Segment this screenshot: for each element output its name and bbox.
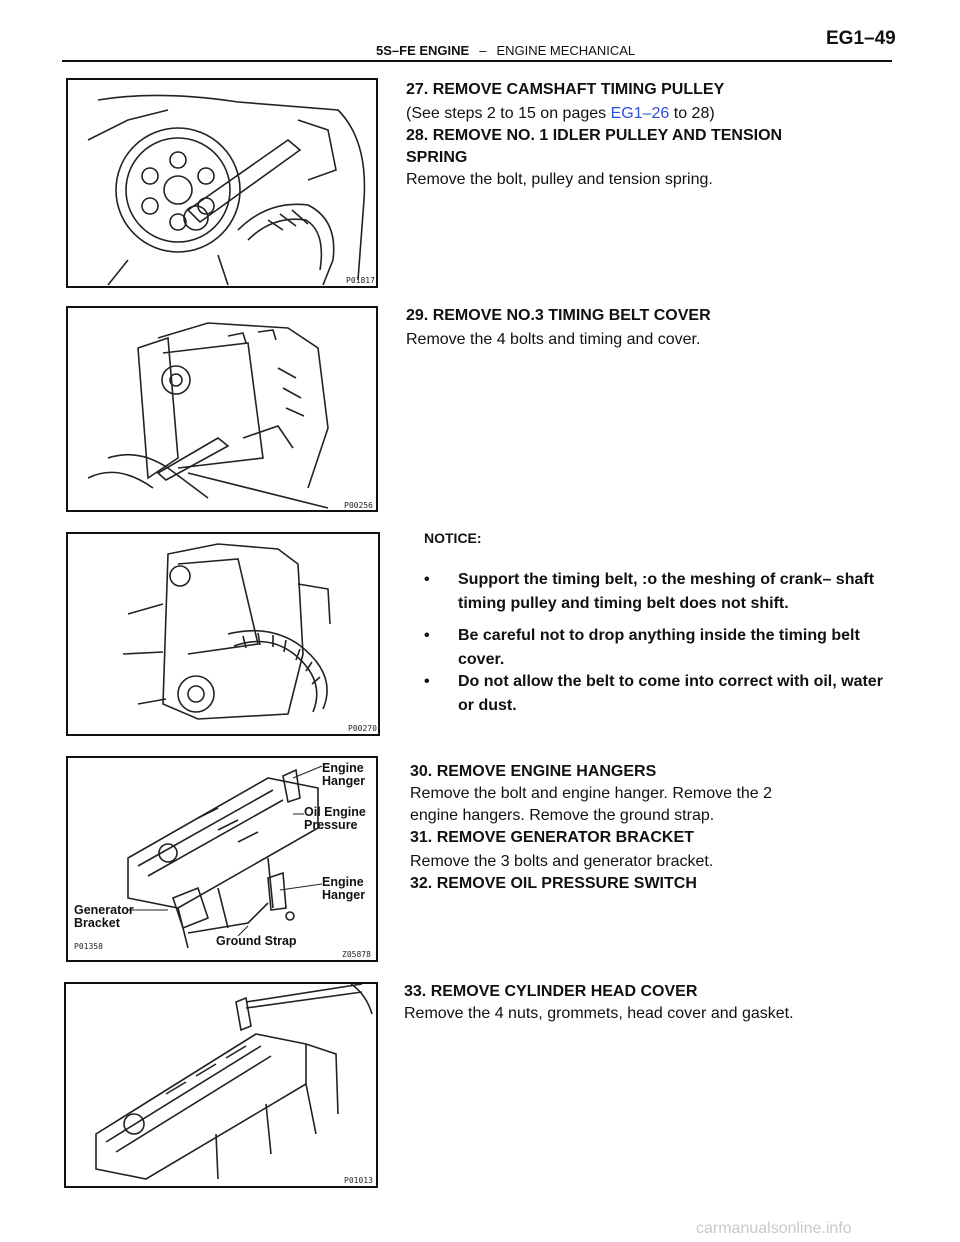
- step-29-title: 29. REMOVE NO.3 TIMING BELT COVER: [406, 307, 711, 324]
- step-28-title-line2: SPRING: [406, 149, 468, 166]
- figure-timing-belt-cover: P00256: [66, 306, 378, 512]
- step-31-body: Remove the 3 bolts and generator bracket…: [410, 853, 714, 870]
- notice-item: • Be careful not to drop anything inside…: [424, 624, 894, 672]
- figure-timing-belt-support-drawing: [122, 543, 331, 720]
- figure-cylinder-head-cover: P01013: [64, 982, 378, 1188]
- notice-text: Support the timing belt, :o the meshing …: [458, 571, 875, 612]
- callout-ground-strap: Ground Strap: [216, 934, 297, 948]
- notice-item: • Do not allow the belt to come into cor…: [424, 670, 894, 718]
- figure-code: P01358: [74, 942, 103, 951]
- watermark: carmanualsonline.info: [696, 1220, 852, 1237]
- page-number: EG1–49: [826, 28, 896, 49]
- figure-code: Z05878: [342, 950, 371, 959]
- notice-text: Do not allow the belt to come into corre…: [458, 673, 883, 714]
- figure-code: P01013: [344, 1176, 373, 1185]
- figure-camshaft-pulley-drawing: [87, 94, 366, 286]
- step-31-title: 31. REMOVE GENERATOR BRACKET: [410, 829, 694, 846]
- step-33-body: Remove the 4 nuts, grommets, head cover …: [404, 1005, 794, 1022]
- callout-engine-hanger-top: Engine Hanger: [322, 761, 366, 788]
- figure-code: P01817: [346, 276, 375, 285]
- figure-camshaft-pulley: P01817: [66, 78, 378, 288]
- callout-engine-hanger-bottom: Engine Hanger: [322, 875, 366, 902]
- figure-timing-belt-support: P00270: [66, 532, 380, 736]
- header-separator: –: [479, 43, 487, 58]
- notice-item: • Support the timing belt, :o the meshin…: [424, 568, 894, 616]
- step-32-title: 32. REMOVE OIL PRESSURE SWITCH: [410, 875, 697, 892]
- figure-code: P00270: [348, 724, 377, 733]
- step-27-title: 27. REMOVE CAMSHAFT TIMING PULLEY: [406, 81, 725, 98]
- step-27-reference: (See steps 2 to 15 on pages EG1–26 to 28…: [406, 102, 715, 126]
- running-header: 5S–FE ENGINE–ENGINE MECHANICAL: [376, 43, 635, 58]
- figure-cylinder-head-cover-drawing: [95, 984, 373, 1180]
- step-28-body: Remove the bolt, pulley and tension spri…: [406, 171, 713, 188]
- step-29-body: Remove the 4 bolts and timing and cover.: [406, 331, 701, 348]
- page-link-eg1-26[interactable]: EG1–26: [610, 105, 670, 122]
- figure-engine-hangers: Engine Hanger Oil Engine Pressure Engine…: [66, 756, 378, 962]
- step-27-ref-post: to 28): [669, 105, 715, 122]
- figure-code: P00256: [344, 501, 373, 510]
- bullet-dot: •: [424, 627, 430, 644]
- figure-timing-belt-cover-drawing: [87, 322, 329, 509]
- step-27-ref-pre: (See steps 2 to 15 on pages: [406, 105, 611, 122]
- step-28-title-line1: 28. REMOVE NO. 1 IDLER PULLEY AND TENSIO…: [406, 127, 783, 144]
- callout-generator-bracket: Generator Bracket: [74, 903, 134, 930]
- notice-text: Be careful not to drop anything inside t…: [458, 627, 860, 668]
- step-30-body-line1: Remove the bolt and engine hanger. Remov…: [410, 785, 773, 802]
- subsection-name: ENGINE MECHANICAL: [496, 43, 636, 58]
- callout-oil-pressure: Oil Engine Pressure: [304, 805, 366, 832]
- bullet-dot: •: [424, 571, 430, 588]
- section-name: 5S–FE ENGINE: [376, 43, 470, 58]
- step-33-title: 33. REMOVE CYLINDER HEAD COVER: [404, 983, 698, 1000]
- notice-label: NOTICE:: [424, 530, 482, 546]
- step-30-title: 30. REMOVE ENGINE HANGERS: [410, 763, 657, 780]
- step-30-body-line2: engine hangers. Remove the ground strap.: [410, 807, 715, 824]
- figure-engine-hangers-drawing: [127, 765, 323, 949]
- header-rule: [62, 60, 892, 62]
- bullet-dot: •: [424, 673, 430, 690]
